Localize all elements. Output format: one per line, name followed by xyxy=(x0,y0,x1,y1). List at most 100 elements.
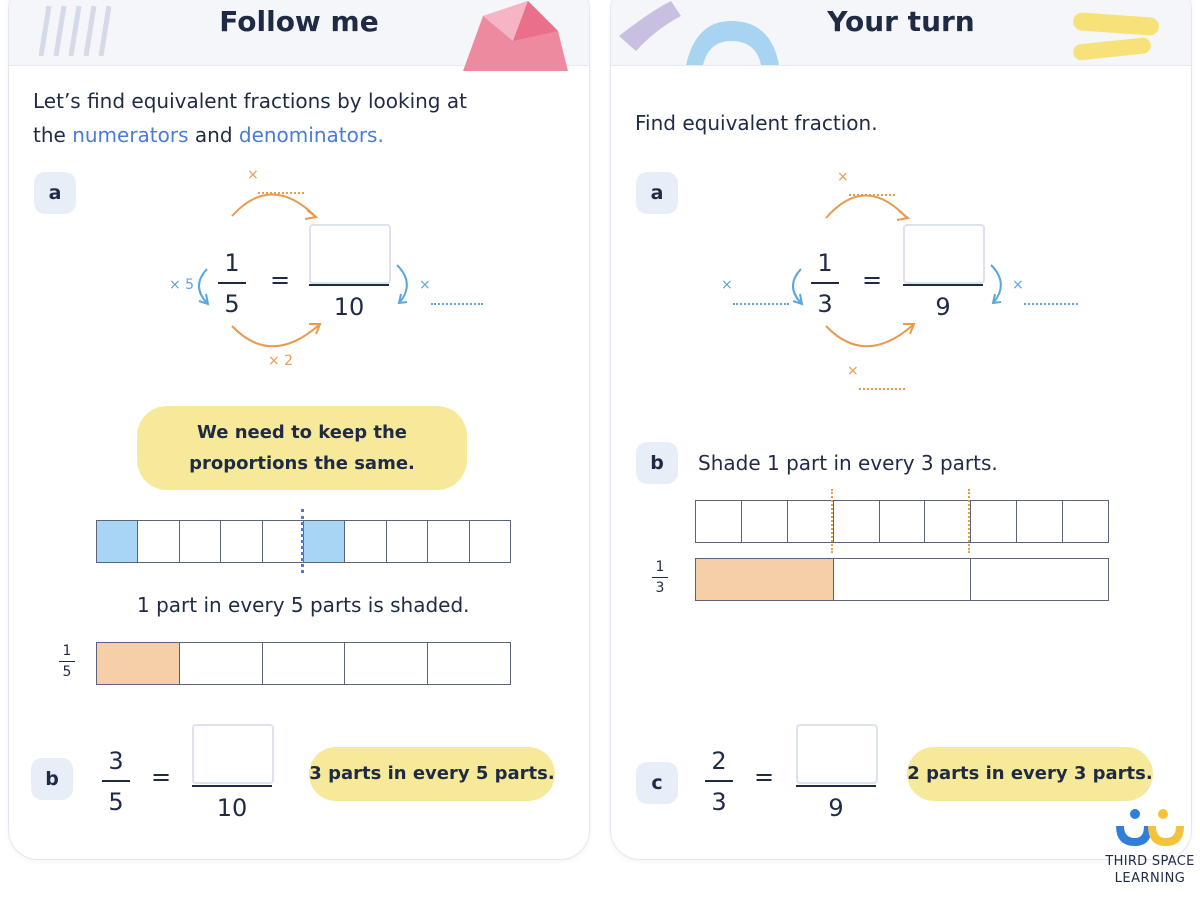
numerator: 3 xyxy=(108,747,124,775)
denominator: 3 xyxy=(655,580,665,596)
group-divider xyxy=(968,489,970,553)
cell xyxy=(221,521,263,562)
cell xyxy=(428,643,510,684)
shade-instruction: Shade 1 part in every 3 parts. xyxy=(698,451,998,475)
cell xyxy=(262,521,305,562)
answer-fraction-bar xyxy=(309,284,389,286)
denominator: 5 xyxy=(224,290,240,318)
shaded-cell xyxy=(97,521,139,562)
cell[interactable] xyxy=(1063,501,1109,542)
cell xyxy=(262,643,346,684)
question-b-badge: b xyxy=(636,442,678,484)
intro-text: Find equivalent fraction. xyxy=(635,111,878,135)
group-divider xyxy=(831,489,833,553)
logo-text-line-2: LEARNING xyxy=(1114,871,1186,886)
left-multiplier-blank xyxy=(733,303,789,305)
cell xyxy=(345,521,387,562)
logo-mark-icon xyxy=(1116,809,1184,846)
right-multiplier-blank xyxy=(431,303,483,305)
answer-denominator: 9 xyxy=(828,794,844,822)
answer-denominator: 10 xyxy=(333,293,365,321)
numerator: 1 xyxy=(224,249,240,277)
answer-denominator: 9 xyxy=(935,293,951,321)
numerators-term: numerators xyxy=(72,123,189,147)
denominator: 3 xyxy=(711,788,727,816)
top-multiplier-blank xyxy=(258,192,304,194)
strip-fraction-label: 1 3 xyxy=(650,559,670,596)
numerator-answer-box[interactable] xyxy=(796,724,878,784)
cell[interactable] xyxy=(787,501,834,542)
fraction-bar xyxy=(811,282,839,284)
tenths-bar-model xyxy=(96,520,511,563)
denominator: 5 xyxy=(62,664,72,680)
right-multiplier-blank xyxy=(1024,303,1078,305)
logo-text-line-1: THIRD SPACE xyxy=(1105,854,1195,869)
ninths-bar-model[interactable] xyxy=(695,500,1109,543)
denominators-term: denominators. xyxy=(238,123,384,147)
top-multiplier-label: × xyxy=(837,169,849,185)
bottom-multiplier-label: × xyxy=(847,363,859,379)
cell xyxy=(386,521,429,562)
denominator: 3 xyxy=(817,290,833,318)
shading-caption: 1 part in every 5 parts is shaded. xyxy=(137,593,470,617)
cell[interactable] xyxy=(971,501,1018,542)
equals-sign: = xyxy=(754,763,775,791)
answer-fraction-bar xyxy=(903,284,983,286)
card-title: Follow me xyxy=(219,5,379,38)
intro-the: the xyxy=(33,123,73,147)
follow-me-card: Follow me Let’s find equivalent fraction… xyxy=(8,0,590,860)
hint-bubble: 3 parts in every 5 parts. xyxy=(309,747,555,801)
cell xyxy=(971,559,1109,600)
multiplier-arrows xyxy=(198,193,408,348)
fifths-bar-model xyxy=(96,642,511,685)
numerator: 1 xyxy=(817,249,833,277)
cell[interactable] xyxy=(879,501,926,542)
intro-line-1: Let’s find equivalent fractions by looki… xyxy=(33,89,467,113)
intro-and: and xyxy=(188,123,239,147)
decorative-stripes-icon xyxy=(38,5,111,57)
left-multiplier-label: × 5 xyxy=(169,277,195,293)
answer-denominator: 10 xyxy=(216,794,248,822)
decorative-shapes-icon xyxy=(619,1,1159,65)
question-c-badge: c xyxy=(636,762,678,804)
fraction-bar xyxy=(102,780,130,782)
question-b-badge: b xyxy=(31,758,73,800)
question-a-badge: a xyxy=(636,172,678,214)
numerator: 1 xyxy=(62,643,72,659)
group-divider xyxy=(301,509,304,573)
shaded-cell xyxy=(97,643,180,684)
equals-sign: = xyxy=(270,266,291,294)
intro-line-2: the numerators and denominators. xyxy=(33,123,384,147)
cell xyxy=(179,643,263,684)
cell[interactable] xyxy=(925,501,972,542)
numerator-answer-box[interactable] xyxy=(903,224,985,284)
bottom-multiplier-blank xyxy=(859,388,905,390)
answer-fraction-bar xyxy=(796,785,876,787)
denominator: 5 xyxy=(108,788,124,816)
top-multiplier-label: × xyxy=(247,167,259,183)
top-multiplier-blank xyxy=(849,194,895,196)
cell xyxy=(345,643,429,684)
fraction-one-third: 1 3 xyxy=(805,247,845,320)
cell[interactable] xyxy=(1017,501,1064,542)
shaded-cell xyxy=(304,521,346,562)
numerator-answer-box[interactable] xyxy=(309,224,391,284)
cell xyxy=(138,521,180,562)
equals-sign: = xyxy=(862,266,883,294)
fraction-bar xyxy=(218,282,246,284)
fraction-two-thirds: 2 3 xyxy=(699,745,739,818)
cell[interactable] xyxy=(741,501,788,542)
numerator-answer-box[interactable] xyxy=(192,724,274,784)
fraction-three-fifths: 3 5 xyxy=(96,745,136,818)
fraction-bar xyxy=(59,661,75,662)
third-space-learning-logo: THIRD SPACE LEARNING xyxy=(1100,806,1200,896)
equals-sign: = xyxy=(151,763,172,791)
left-multiplier-label: × xyxy=(721,277,733,293)
card-header: Your turn xyxy=(611,0,1191,66)
hint-bubble: We need to keep the proportions the same… xyxy=(137,406,467,490)
answer-fraction-bar xyxy=(192,785,272,787)
cell[interactable] xyxy=(696,501,742,542)
numerator: 1 xyxy=(655,559,665,575)
bottom-multiplier-label: × 2 xyxy=(268,353,294,369)
cell[interactable] xyxy=(833,501,880,542)
